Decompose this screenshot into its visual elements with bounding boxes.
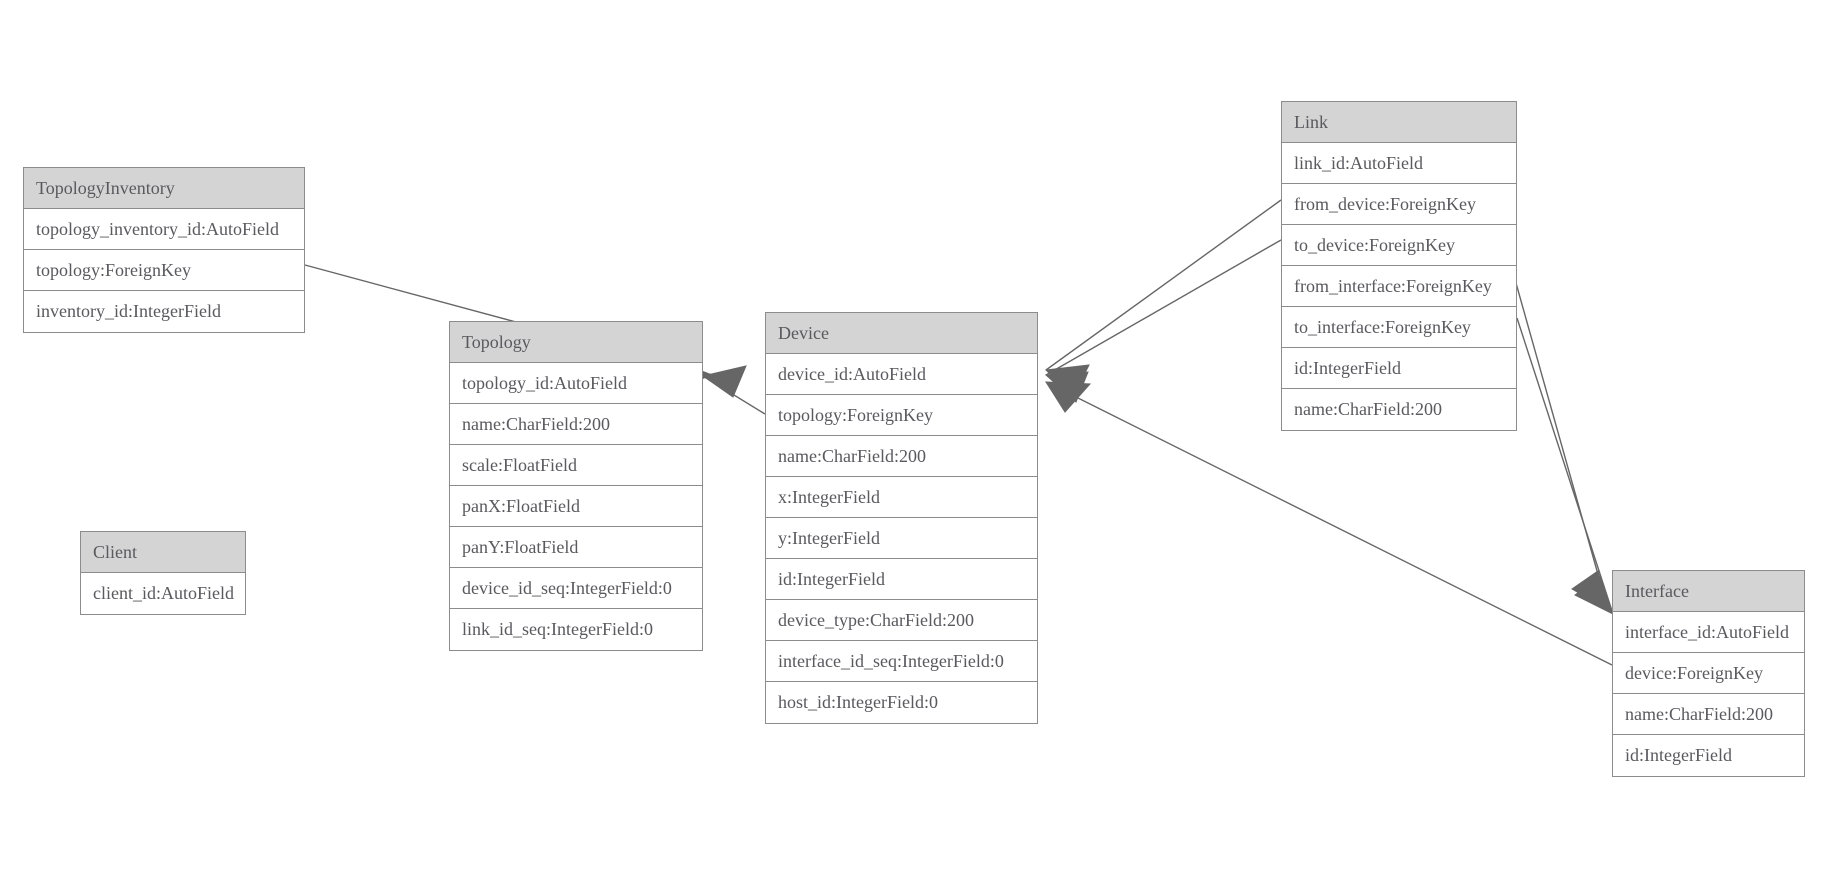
relationship-arrowhead	[1574, 575, 1614, 615]
relationship-edge	[1044, 199, 1282, 398]
entity-field: device_id:AutoField	[766, 354, 1037, 395]
relationship-arrowhead	[1045, 381, 1092, 413]
relationship-line	[1516, 317, 1614, 615]
entity-field: client_id:AutoField	[81, 573, 245, 614]
relationship-line	[702, 375, 766, 415]
entity-field: device_id_seq:IntegerField:0	[450, 568, 702, 609]
relationship-edge	[1513, 275, 1609, 612]
entity-field: panY:FloatField	[450, 527, 702, 568]
entity-field: topology_inventory_id:AutoField	[24, 209, 304, 250]
entity-field: link_id_seq:IntegerField:0	[450, 609, 702, 650]
entity-field: to_device:ForeignKey	[1282, 225, 1516, 266]
entity-field: interface_id:AutoField	[1613, 612, 1804, 653]
entity-title-device: Device	[766, 313, 1037, 354]
relationship-arrowhead	[1044, 371, 1089, 403]
relationship-edge	[1516, 317, 1614, 615]
entity-title-interface: Interface	[1613, 571, 1804, 612]
entity-title-client: Client	[81, 532, 245, 573]
entity-field: id:IntegerField	[1613, 735, 1804, 776]
entity-field: to_interface:ForeignKey	[1282, 307, 1516, 348]
entity-title-topology: Topology	[450, 322, 702, 363]
entity-field: host_id:IntegerField:0	[766, 682, 1037, 723]
entity-field: device_type:CharField:200	[766, 600, 1037, 641]
relationship-arrowhead	[1044, 364, 1090, 398]
entity-field: x:IntegerField	[766, 477, 1037, 518]
entity-field: interface_id_seq:IntegerField:0	[766, 641, 1037, 682]
entity-field: topology_id:AutoField	[450, 363, 702, 404]
relationship-edge	[1044, 239, 1282, 403]
entity-field: y:IntegerField	[766, 518, 1037, 559]
entity-field: from_interface:ForeignKey	[1282, 266, 1516, 307]
entity-field: name:CharField:200	[766, 436, 1037, 477]
entity-field: topology:ForeignKey	[766, 395, 1037, 436]
entity-field: id:IntegerField	[1282, 348, 1516, 389]
entity-field: from_device:ForeignKey	[1282, 184, 1516, 225]
relationship-line	[1513, 275, 1609, 611]
relationship-arrowhead	[701, 365, 747, 398]
entity-field: name:CharField:200	[450, 404, 702, 445]
entity-field: name:CharField:200	[1282, 389, 1516, 430]
relationship-edge	[701, 365, 766, 415]
entity-title-topology_inventory: TopologyInventory	[24, 168, 304, 209]
entity-title-link: Link	[1282, 102, 1516, 143]
relationship-line	[1045, 199, 1282, 371]
entity-field: panX:FloatField	[450, 486, 702, 527]
entity-field: device:ForeignKey	[1613, 653, 1804, 694]
relationship-line	[1045, 239, 1282, 376]
entity-field: name:CharField:200	[1613, 694, 1804, 735]
relationship-arrowhead	[1571, 570, 1609, 612]
entity-field: inventory_id:IntegerField	[24, 291, 304, 332]
entity-field: topology:ForeignKey	[24, 250, 304, 291]
entity-field: scale:FloatField	[450, 445, 702, 486]
entity-field: link_id:AutoField	[1282, 143, 1516, 184]
entity-field: id:IntegerField	[766, 559, 1037, 600]
